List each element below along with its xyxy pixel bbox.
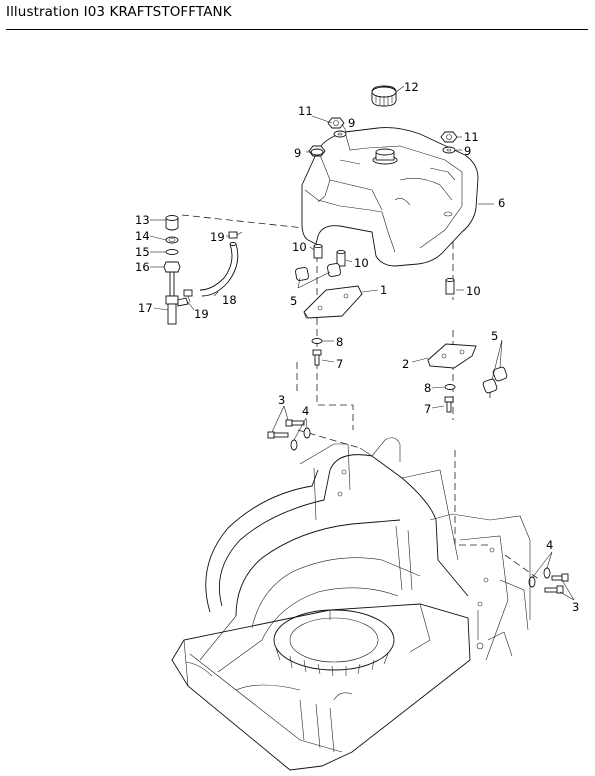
bracket-bolts <box>311 338 456 413</box>
rubber-buffers <box>295 263 508 394</box>
callout-8-right: 8 <box>424 381 431 395</box>
callout-11-left: 11 <box>298 104 313 118</box>
callout-6: 6 <box>498 196 505 210</box>
callout-9-right: 9 <box>464 144 471 158</box>
callout-12: 12 <box>404 80 419 94</box>
bolts-right <box>528 567 569 594</box>
callout-2: 2 <box>402 357 409 371</box>
callout-7-right: 7 <box>424 402 431 416</box>
tank-bracket-2 <box>427 343 477 369</box>
callout-11-right: 11 <box>464 130 479 144</box>
callout-16: 16 <box>135 260 150 274</box>
callout-19-bottom: 19 <box>194 307 209 321</box>
callout-5-left: 5 <box>290 294 297 308</box>
callout-17: 17 <box>138 301 153 315</box>
callout-9-left: 9 <box>294 146 301 160</box>
callout-5-right: 5 <box>491 329 498 343</box>
callout-3-left: 3 <box>278 393 285 407</box>
callout-3-right: 3 <box>572 600 579 614</box>
tank-bracket-1 <box>303 285 363 319</box>
callout-8-left: 8 <box>336 335 343 349</box>
fuel-tank <box>301 127 479 267</box>
mower-deck <box>171 437 531 771</box>
callout-labels: 12 11 9 9 11 9 6 10 10 10 1 5 5 2 8 7 8 … <box>135 80 579 614</box>
callout-10-right: 10 <box>466 284 481 298</box>
callout-4-left: 4 <box>302 404 309 418</box>
callout-4-right: 4 <box>546 538 553 552</box>
fuel-tap-parts <box>163 215 189 325</box>
callout-7-left: 7 <box>336 357 343 371</box>
header-rule <box>6 29 588 30</box>
fuel-hose <box>183 231 243 303</box>
bolts-left <box>267 419 311 451</box>
callout-15: 15 <box>135 245 150 259</box>
tank-fasteners <box>308 117 458 157</box>
callout-10-mid: 10 <box>354 256 369 270</box>
callout-14: 14 <box>135 229 150 243</box>
spacers <box>313 243 455 295</box>
callout-1: 1 <box>380 283 387 297</box>
fuel-cap <box>371 85 397 107</box>
callout-9-left-top: 9 <box>348 116 355 130</box>
leader-lines <box>149 85 575 601</box>
callout-13: 13 <box>135 213 150 227</box>
callout-19-top: 19 <box>210 230 225 244</box>
callout-10-left: 10 <box>292 240 307 254</box>
page-title: Illustration I03 KRAFTSTOFFTANK <box>6 4 232 20</box>
callout-18: 18 <box>222 293 237 307</box>
